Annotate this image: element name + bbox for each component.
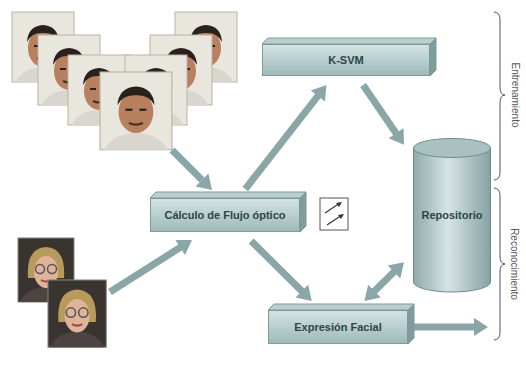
node-text-column: Repositorio — [421, 209, 482, 222]
arrow-head — [389, 128, 404, 145]
flow-arrow — [251, 241, 312, 301]
database-cylinder: Repositorio — [413, 138, 491, 292]
node-label: Repositorio — [421, 209, 482, 222]
arrow-head — [311, 85, 327, 102]
arrow-shaft — [251, 241, 303, 293]
process-box: K-SVM — [262, 44, 430, 76]
arrow-shaft — [245, 94, 319, 189]
node-text-column: K-SVM — [328, 54, 363, 67]
node-text-column: Cálculo de Flujo óptico — [165, 209, 286, 222]
arrow-head — [364, 285, 380, 301]
flow-arrow — [364, 262, 404, 301]
arrow-shaft — [373, 271, 395, 293]
node-label: Cálculo de Flujo óptico — [165, 209, 286, 222]
process-box: Cálculo de Flujo óptico — [150, 198, 300, 232]
arrow-head — [388, 262, 404, 278]
process-box: Expresión Facial — [268, 310, 408, 344]
arrow-shaft — [363, 85, 397, 135]
section-label: Reconocimiento — [508, 228, 520, 300]
flow-arrow — [245, 85, 326, 189]
node-label: K-SVM — [328, 54, 363, 67]
section-label: Entrenamiento — [508, 62, 520, 127]
node-text-column: Expresión Facial — [294, 321, 381, 334]
arrow-head — [295, 285, 311, 301]
flow-arrow — [363, 85, 404, 145]
node-label: Expresión Facial — [294, 321, 381, 334]
